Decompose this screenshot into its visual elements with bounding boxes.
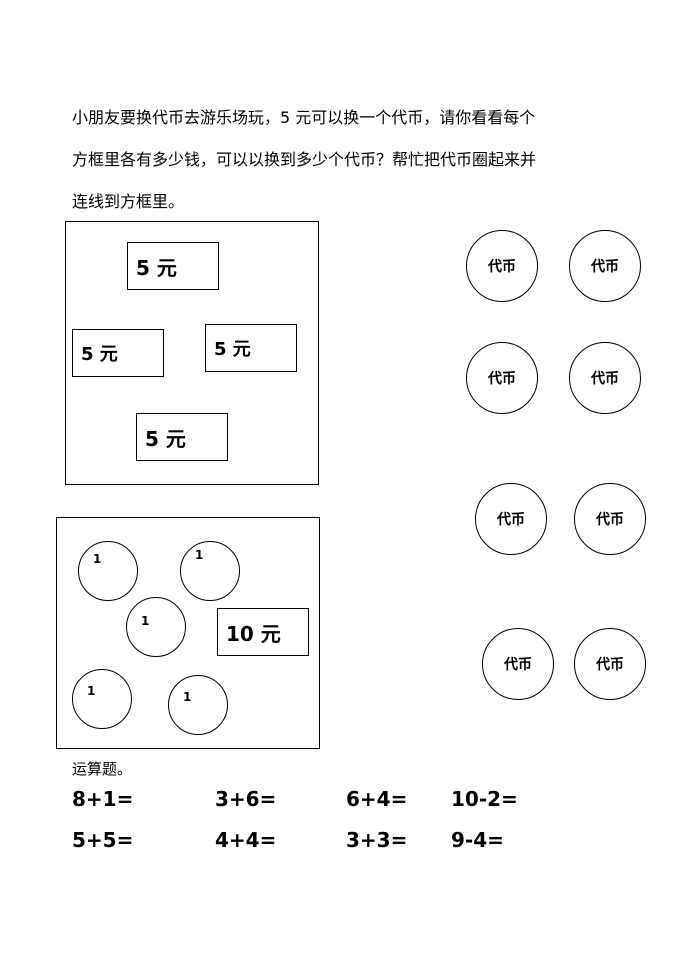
equation: 4+4= bbox=[215, 828, 277, 852]
instruction-line-1: 小朋友要换代币去游乐场玩，5 元可以换一个代币，请你看看每个 bbox=[72, 108, 536, 127]
token-circle[interactable]: 代币 bbox=[574, 628, 646, 700]
coin-value: 1 bbox=[93, 552, 102, 566]
equation: 8+1= bbox=[72, 787, 134, 811]
equation: 3+6= bbox=[215, 787, 277, 811]
money-box-1: 5 元 5 元 5 元 5 元 bbox=[65, 221, 319, 485]
money-box-2: 1 1 1 1 1 10 元 bbox=[56, 517, 320, 749]
coin-value: 1 bbox=[183, 690, 192, 704]
coin-value: 1 bbox=[87, 684, 96, 698]
money-note: 5 元 bbox=[127, 242, 219, 290]
exercise-label: 运算题。 bbox=[72, 760, 133, 778]
equation: 9-4= bbox=[451, 828, 504, 852]
equation: 5+5= bbox=[72, 828, 134, 852]
token-circle[interactable]: 代币 bbox=[475, 483, 547, 555]
equation: 3+3= bbox=[346, 828, 408, 852]
instruction-line-3: 连线到方框里。 bbox=[72, 192, 185, 211]
money-note: 10 元 bbox=[217, 608, 309, 656]
token-circle[interactable]: 代币 bbox=[466, 342, 538, 414]
money-note: 5 元 bbox=[72, 329, 164, 377]
money-note: 5 元 bbox=[205, 324, 297, 372]
coin-value: 1 bbox=[195, 548, 204, 562]
token-circle[interactable]: 代币 bbox=[466, 230, 538, 302]
equation: 10-2= bbox=[451, 787, 518, 811]
yuan-coin: 1 bbox=[126, 597, 186, 657]
token-circle[interactable]: 代币 bbox=[569, 342, 641, 414]
instruction-line-2: 方框里各有多少钱，可以以换到多少个代币？帮忙把代币圈起来并 bbox=[72, 150, 537, 169]
money-note: 5 元 bbox=[136, 413, 228, 461]
token-circle[interactable]: 代币 bbox=[482, 628, 554, 700]
yuan-coin: 1 bbox=[78, 541, 138, 601]
coin-value: 1 bbox=[141, 614, 150, 628]
yuan-coin: 1 bbox=[168, 675, 228, 735]
token-circle[interactable]: 代币 bbox=[574, 483, 646, 555]
equation: 6+4= bbox=[346, 787, 408, 811]
yuan-coin: 1 bbox=[72, 669, 132, 729]
token-circle[interactable]: 代币 bbox=[569, 230, 641, 302]
yuan-coin: 1 bbox=[180, 541, 240, 601]
